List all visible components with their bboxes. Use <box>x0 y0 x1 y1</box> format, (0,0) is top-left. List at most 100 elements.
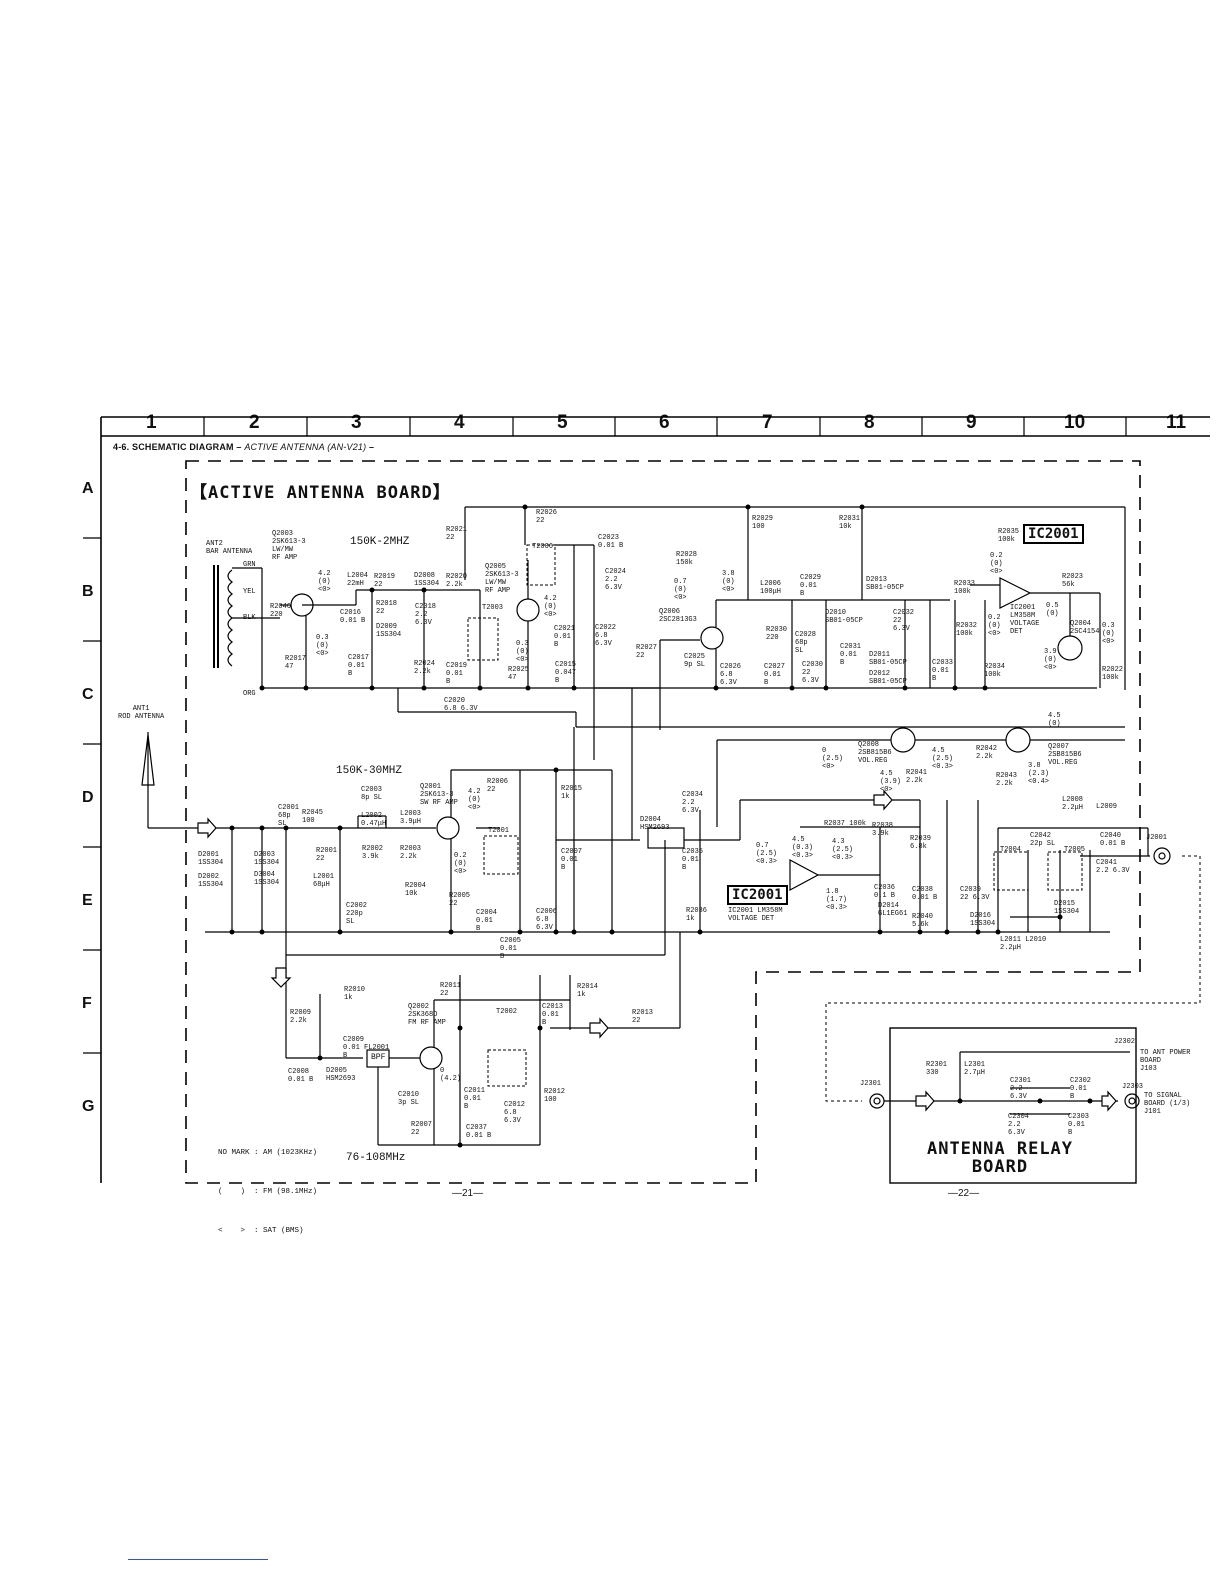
component-label: C2302 0.01 B <box>1070 1077 1092 1101</box>
component-label: R2023 56k <box>1062 573 1084 589</box>
component-label: C2026 6.8 6.3V <box>720 663 742 687</box>
component-label: R2038 3.9k <box>872 822 894 838</box>
component-label: Q2005 2SK613-3 LW/MW RF AMP <box>485 563 519 595</box>
component-label: Q2003 2SK613-3 LW/MW RF AMP <box>272 530 306 562</box>
component-label: C2025 9p SL <box>684 653 706 669</box>
column-number: 1 <box>146 412 157 433</box>
component-label: Q2002 2SK368D FM RF AMP <box>408 1003 446 1027</box>
wire-label: BLK <box>243 614 256 622</box>
band-label-fm: 76-108MHz <box>346 1152 406 1164</box>
component-label: R2021 22 <box>446 526 468 542</box>
component-label: D2004 HSM2693 <box>640 816 670 832</box>
component-label: R2005 22 <box>449 892 471 908</box>
component-label: R2028 150k <box>676 551 698 567</box>
component-label: R2020 2.2k <box>446 573 468 589</box>
component-label: D2003 1SS304 <box>254 851 280 867</box>
component-label: C2041 2.2 6.3V <box>1096 859 1130 875</box>
component-label: R2025 47 <box>508 666 530 682</box>
component-label: C2032 22 6.3V <box>893 609 915 633</box>
component-label: C2018 2.2 6.3V <box>415 603 437 627</box>
component-label: C2023 0.01 B <box>598 534 624 550</box>
component-label: R2018 22 <box>376 600 398 616</box>
column-number: 8 <box>864 412 875 433</box>
component-label: C2013 0.01 B <box>542 1003 564 1027</box>
component-label: R2015 1k <box>561 785 583 801</box>
component-label: C2006 6.8 6.3V <box>536 908 558 932</box>
component-label: Q2004 2SC4154 <box>1070 620 1100 636</box>
component-label: D2012 SB01-05CP <box>869 670 907 686</box>
component-label: C2040 0.01 B <box>1100 832 1126 848</box>
component-label: Q2001 2SK613-3 SW RF AMP <box>420 783 458 807</box>
component-label: R2007 22 <box>411 1121 433 1137</box>
column-number: 9 <box>966 412 977 433</box>
component-label: C2002 220p SL <box>346 902 368 926</box>
component-label: R2046 220 <box>270 603 292 619</box>
voltage-label: 4.2 (0) <0> <box>468 788 481 812</box>
component-label: D2015 1SS304 <box>1054 900 1080 916</box>
component-label: D2005 HSM2693 <box>326 1067 356 1083</box>
component-label: R2011 22 <box>440 982 462 998</box>
component-label: C2036 0.1 B <box>874 884 896 900</box>
component-label: C2015 0.047 B <box>555 661 577 685</box>
voltage-label: 3.8 (2.3) <0.4> <box>1028 762 1050 786</box>
component-label: J2302 <box>1114 1038 1136 1046</box>
component-label: R2040 5.6k <box>912 913 934 929</box>
component-label: C2029 0.01 B <box>800 574 822 598</box>
component-label: R2001 22 <box>316 847 338 863</box>
row-letter: C <box>82 686 94 703</box>
voltage-label: 4.5 (0.3) <0.3> <box>792 836 814 860</box>
component-label: L2008 2.2μH <box>1062 796 1084 812</box>
heading-prefix: 4-6. SCHEMATIC DIAGRAM – <box>113 442 242 452</box>
component-label: R2045 100 <box>302 809 324 825</box>
component-label: TO ANT POWER BOARD J103 <box>1140 1049 1191 1073</box>
page-number-left: —21— <box>452 1188 484 1199</box>
voltage-label: 4.5 (0) <box>1048 712 1061 728</box>
band-label-lw-mw: 150K-2MHZ <box>350 536 410 548</box>
component-label: C2010 3p SL <box>398 1091 420 1107</box>
component-label: T2003 <box>482 604 504 612</box>
component-label: C2001 68p SL <box>278 804 300 828</box>
row-letter: G <box>82 1098 95 1115</box>
component-label: C2020 6.8 6.3V <box>444 697 478 713</box>
column-number: 5 <box>557 412 568 433</box>
voltage-label: 0.5 (0) <box>1046 602 1059 618</box>
footer-rule <box>128 1559 268 1560</box>
component-label: T2006 <box>532 543 554 551</box>
component-label: R2039 6.8k <box>910 835 932 851</box>
component-label: D2001 1SS304 <box>198 851 224 867</box>
rod-antenna-label: ANT1 ROD ANTENNA <box>118 705 165 721</box>
component-label: R2014 1k <box>577 983 599 999</box>
component-label: C2033 0.01 B <box>932 659 954 683</box>
component-label: C2003 8p SL <box>361 786 383 802</box>
component-label: R2002 3.9k <box>362 845 384 861</box>
wire-label: ORG <box>243 690 256 698</box>
column-number: 7 <box>762 412 773 433</box>
component-label: R2010 1k <box>344 986 366 1002</box>
component-label: R2042 2.2k <box>976 745 998 761</box>
row-letter: E <box>82 892 93 909</box>
component-label: D2009 1SS304 <box>376 623 402 639</box>
voltage-label: 0.7 (0) <0> <box>674 578 687 602</box>
component-label: C2007 0.01 B <box>561 848 583 872</box>
column-number: 4 <box>454 412 465 433</box>
component-label: C2035 0.01 B <box>682 848 704 872</box>
component-label: L2003 3.9μH <box>400 810 422 826</box>
antenna-relay-board-title: ANTENNA RELAY BOARD <box>912 1140 1088 1176</box>
component-label: C2301 2.2 6.3V <box>1010 1077 1032 1101</box>
component-label: C2024 2.2 6.3V <box>605 568 627 592</box>
component-label: R2006 22 <box>487 778 509 794</box>
voltage-label: 0 (4.2) <box>440 1067 462 1083</box>
row-letter: A <box>82 480 94 497</box>
page-number-right: —22— <box>948 1188 980 1199</box>
component-label: T2001 <box>488 827 510 835</box>
legend-sat: < > : SAT (BMS) <box>218 1227 304 1235</box>
component-label: D2014 GL1EG61 <box>878 902 908 918</box>
voltage-label: 0.3 (0) <0> <box>316 634 329 658</box>
row-letter: B <box>82 583 94 600</box>
component-label: D3004 1SS304 <box>254 871 280 887</box>
voltage-label: 0.3 (0) <0> <box>516 640 529 664</box>
component-label: L2011 L2010 2.2μH <box>1000 936 1047 952</box>
voltage-label: 1.8 (1.7) <0.3> <box>826 888 848 912</box>
voltage-label: 3.9 (0) <0> <box>1044 648 1057 672</box>
